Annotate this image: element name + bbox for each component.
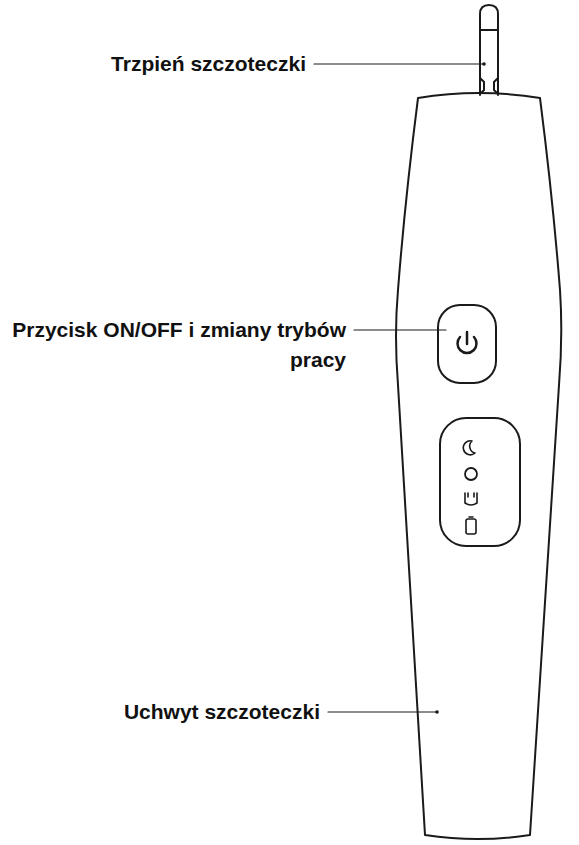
mode-icon <box>465 468 477 480</box>
leader-line <box>354 329 446 330</box>
power-button <box>438 305 496 383</box>
leader-line <box>328 711 437 712</box>
whitening-mode-icon <box>465 493 477 505</box>
power-icon <box>466 332 469 344</box>
shaft-notch <box>480 78 498 94</box>
battery-icon <box>469 516 473 518</box>
battery-icon <box>466 519 476 534</box>
leader-dot <box>482 62 486 66</box>
brush-handle <box>396 93 561 839</box>
part-label: Przycisk ON/OFF i zmiany trybów pracy <box>6 315 346 375</box>
part-label: Trzpień szczoteczki <box>111 49 306 79</box>
part-label: Uchwyt szczoteczki <box>124 697 320 727</box>
leader-dot <box>435 710 439 714</box>
mode-panel <box>440 418 520 546</box>
shaft-notch <box>480 29 498 31</box>
leader-line <box>314 63 484 64</box>
night-mode-icon <box>463 441 475 455</box>
brush-shaft <box>480 5 498 95</box>
